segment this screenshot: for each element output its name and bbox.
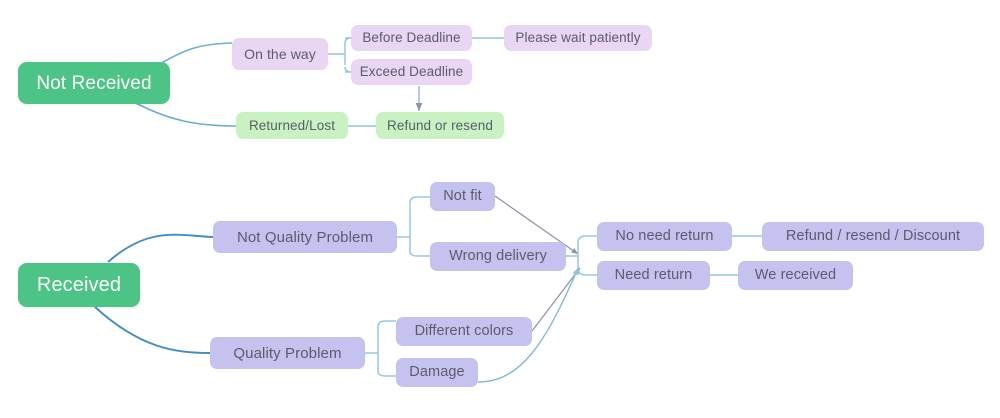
node-refund-or-resend[interactable]: Refund or resend — [376, 112, 504, 139]
node-exceed-deadline[interactable]: Exceed Deadline — [351, 59, 472, 85]
node-not-quality-problem[interactable]: Not Quality Problem — [213, 221, 397, 253]
node-we-received[interactable]: We received — [738, 261, 853, 290]
node-before-deadline[interactable]: Before Deadline — [351, 25, 472, 51]
edge-junction-bracket — [577, 235, 597, 276]
node-received[interactable]: Received — [18, 263, 140, 307]
edge-received-to-not-quality-problem — [107, 233, 214, 263]
node-before-deadline-label: Before Deadline — [362, 30, 461, 46]
node-please-wait-patiently[interactable]: Please wait patiently — [504, 25, 652, 51]
node-quality-problem-label: Quality Problem — [233, 344, 342, 362]
node-different-colors-label: Different colors — [414, 323, 514, 340]
node-no-need-return-label: No need return — [615, 228, 714, 245]
node-refund-or-resend-label: Refund or resend — [387, 117, 493, 133]
node-returned-lost[interactable]: Returned/Lost — [236, 112, 348, 139]
node-on-the-way[interactable]: On the way — [232, 38, 328, 70]
node-wrong-delivery[interactable]: Wrong delivery — [430, 242, 566, 271]
node-no-need-return[interactable]: No need return — [597, 222, 732, 251]
node-exceed-deadline-label: Exceed Deadline — [359, 64, 464, 80]
node-not-received[interactable]: Not Received — [18, 62, 170, 104]
node-we-received-label: We received — [754, 267, 837, 284]
node-please-wait-patiently-label: Please wait patiently — [515, 30, 641, 46]
node-wrong-delivery-label: Wrong delivery — [449, 248, 547, 265]
node-damage-label: Damage — [409, 364, 465, 381]
edge-on-the-way-bracket — [328, 37, 352, 73]
node-refund-resend-discount-label: Refund / resend / Discount — [785, 228, 961, 245]
node-damage[interactable]: Damage — [396, 358, 478, 387]
node-need-return[interactable]: Need return — [597, 261, 710, 290]
node-different-colors[interactable]: Different colors — [396, 317, 532, 346]
node-not-received-label: Not Received — [36, 72, 152, 94]
edge-different-colors-to-junction — [531, 267, 581, 332]
node-on-the-way-label: On the way — [244, 46, 316, 62]
edge-not-quality-problem-bracket — [397, 196, 430, 257]
node-returned-lost-label: Returned/Lost — [248, 117, 336, 133]
node-refund-resend-discount[interactable]: Refund / resend / Discount — [762, 222, 984, 251]
node-not-fit[interactable]: Not fit — [430, 182, 495, 211]
edge-quality-problem-bracket — [365, 320, 396, 377]
node-not-fit-label: Not fit — [443, 188, 482, 205]
node-need-return-label: Need return — [614, 267, 693, 284]
edge-received-to-quality-problem — [94, 306, 211, 354]
node-received-label: Received — [36, 274, 122, 296]
node-quality-problem[interactable]: Quality Problem — [210, 337, 365, 369]
node-not-quality-problem-label: Not Quality Problem — [236, 228, 374, 246]
